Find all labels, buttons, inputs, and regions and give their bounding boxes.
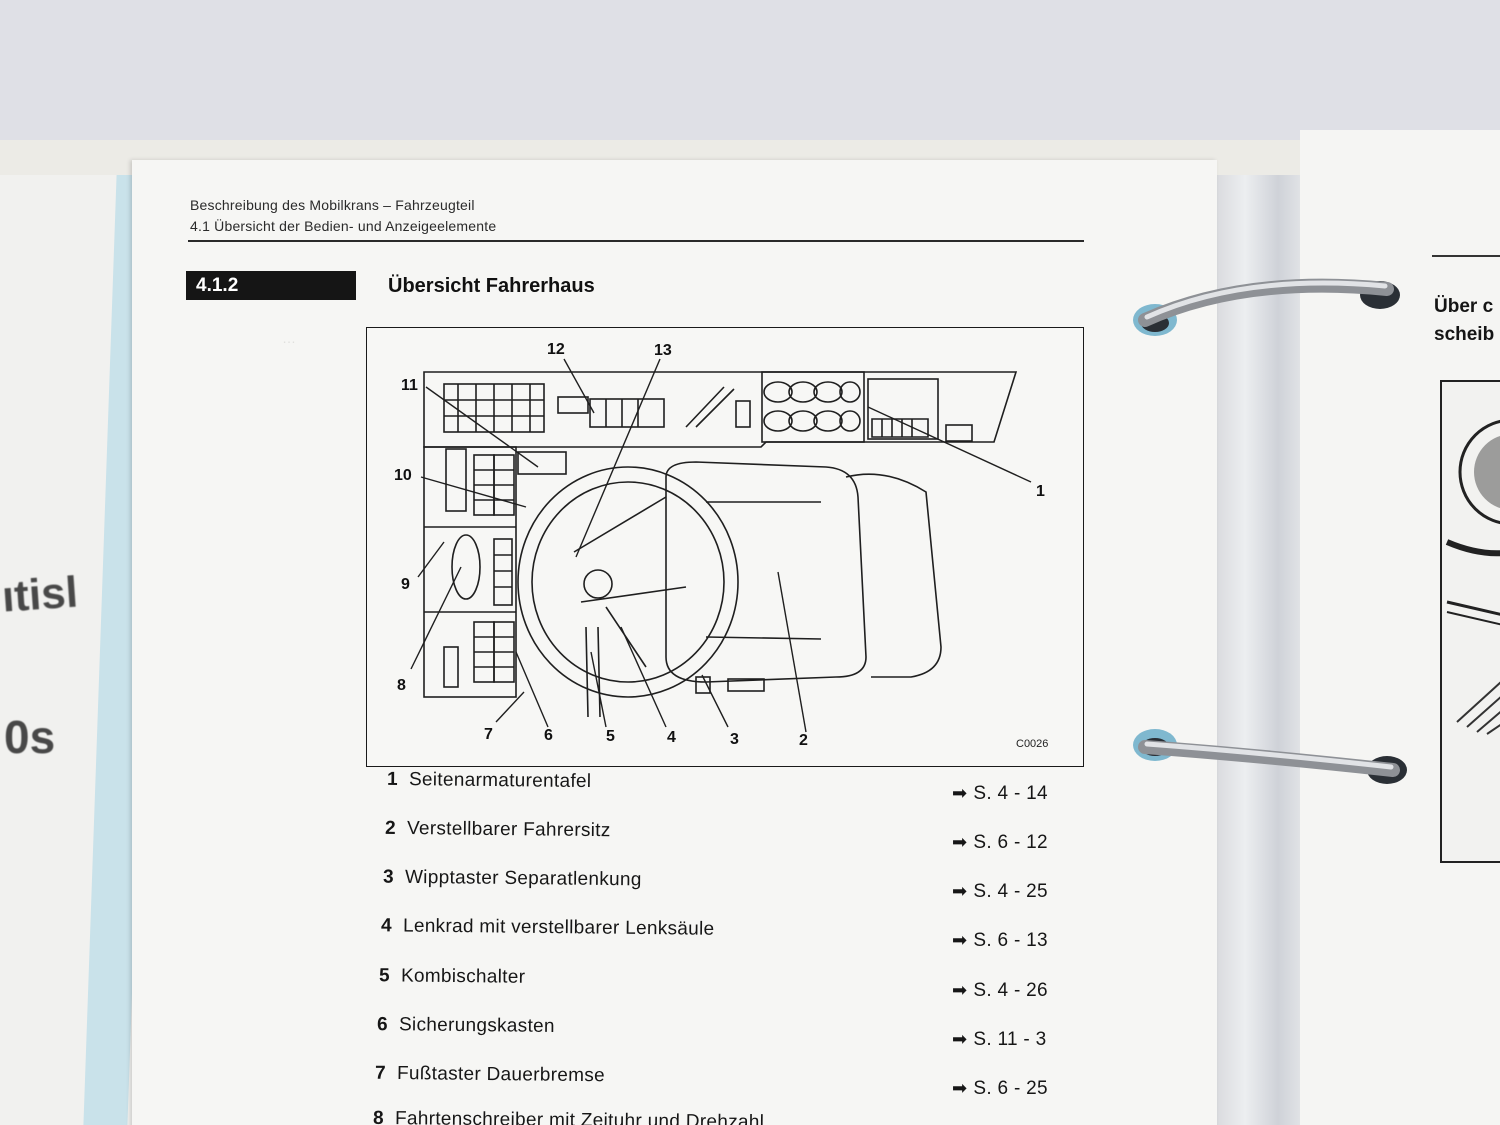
- item-ref: S. 4 - 25: [973, 881, 1048, 902]
- header-rule: [188, 240, 1084, 242]
- arrow-right-icon: ➡: [952, 783, 968, 803]
- callout-2: 2: [799, 732, 808, 749]
- right-page-figure: [1440, 380, 1500, 863]
- list-item: 3 Wipptaster Separatlenkung: [383, 867, 642, 892]
- left-page-fragment-1: ıtisl: [0, 567, 80, 622]
- item-label: Kombischalter: [400, 965, 526, 988]
- page-reference: ➡S. 4 - 14: [952, 783, 1048, 805]
- cab-diagram: 1 2 3 4 5 6 7 8 9 10 11 12 13: [394, 341, 1045, 749]
- page-reference: ➡S. 4 - 25: [952, 881, 1048, 903]
- item-ref: S. 11 - 3: [973, 1029, 1047, 1050]
- item-number: 8: [372, 1107, 385, 1125]
- arrow-right-icon: ➡: [952, 881, 968, 901]
- show-through-text: …: [282, 330, 296, 346]
- callout-7: 7: [484, 726, 493, 743]
- callout-1: 1: [1036, 483, 1045, 500]
- left-page-fragment-2: 0s: [4, 711, 56, 763]
- page-reference: ➡S. 11 - 3: [952, 1029, 1047, 1051]
- background-wall: [0, 0, 1500, 150]
- callout-12: 12: [547, 341, 565, 358]
- item-number: 2: [384, 817, 396, 839]
- item-ref: S. 4 - 14: [973, 783, 1048, 804]
- callout-8: 8: [397, 677, 406, 694]
- item-number: 4: [380, 915, 392, 937]
- list-item: 2 Verstellbarer Fahrersitz: [385, 818, 611, 842]
- figure-code: C0026: [1016, 738, 1049, 750]
- binder-ring-bottom: [1133, 729, 1407, 784]
- callout-13: 13: [654, 342, 672, 359]
- binder-ring-top: [1133, 278, 1400, 336]
- item-label: Wipptaster Separatlenkung: [404, 866, 642, 891]
- callout-4: 4: [667, 729, 676, 746]
- list-item: 1 Seitenarmaturentafel: [387, 769, 592, 793]
- item-number: 7: [374, 1062, 386, 1084]
- callout-9: 9: [401, 576, 410, 593]
- running-header-title: Beschreibung des Mobilkrans – Fahrzeugte…: [190, 197, 475, 213]
- callout-11: 11: [401, 377, 418, 394]
- item-label: Lenkrad mit verstellbarer Lenksäule: [402, 915, 715, 940]
- right-page-heading-2: scheib: [1434, 324, 1495, 345]
- list-item: 4 Lenkrad mit verstellbarer Lenksäule: [381, 915, 715, 940]
- page-reference: ➡S. 6 - 25: [952, 1078, 1048, 1100]
- callout-10: 10: [394, 467, 412, 484]
- item-number: 1: [386, 768, 398, 791]
- list-item: 6 Sicherungskasten: [377, 1014, 555, 1038]
- right-page-figure-art: [1445, 419, 1500, 735]
- list-item: 7 Fußtaster Dauerbremse: [375, 1063, 605, 1087]
- item-label: Fahrtenschreiber mit Zeituhr und Drehzah…: [394, 1108, 782, 1125]
- item-number: 3: [382, 866, 394, 888]
- section-number-badge: 4.1.2: [186, 271, 356, 300]
- page-reference: ➡S. 6 - 12: [952, 832, 1048, 854]
- item-label: Fußtaster Dauerbremse: [396, 1063, 606, 1087]
- section-title: Übersicht Fahrerhaus: [388, 275, 595, 297]
- arrow-right-icon: ➡: [952, 1078, 968, 1098]
- arrow-right-icon: ➡: [952, 1029, 968, 1049]
- callout-5: 5: [606, 728, 615, 745]
- callout-3: 3: [730, 731, 739, 748]
- item-ref: S. 6 - 12: [973, 832, 1048, 853]
- page-reference: ➡S. 4 - 26: [952, 980, 1048, 1002]
- arrow-right-icon: ➡: [952, 980, 968, 1000]
- right-page-heading-1: Über c: [1434, 296, 1494, 317]
- item-number: 6: [376, 1014, 388, 1036]
- item-label: Verstellbarer Fahrersitz: [406, 818, 611, 842]
- right-page-rule: [1432, 255, 1500, 257]
- callout-6: 6: [544, 727, 553, 744]
- list-item: 5 Kombischalter: [379, 965, 526, 989]
- page-reference: ➡S. 6 - 13: [952, 930, 1048, 952]
- arrow-right-icon: ➡: [952, 930, 968, 950]
- running-header-section: 4.1 Übersicht der Bedien- und Anzeigeele…: [190, 218, 497, 234]
- item-number: 5: [378, 965, 390, 987]
- arrow-right-icon: ➡: [952, 832, 968, 852]
- item-ref: S. 6 - 13: [973, 930, 1048, 951]
- item-ref: S. 4 - 26: [973, 980, 1048, 1001]
- item-label: Seitenarmaturentafel: [408, 769, 592, 793]
- item-ref: S. 6 - 25: [973, 1078, 1048, 1099]
- item-label: Sicherungskasten: [398, 1014, 555, 1037]
